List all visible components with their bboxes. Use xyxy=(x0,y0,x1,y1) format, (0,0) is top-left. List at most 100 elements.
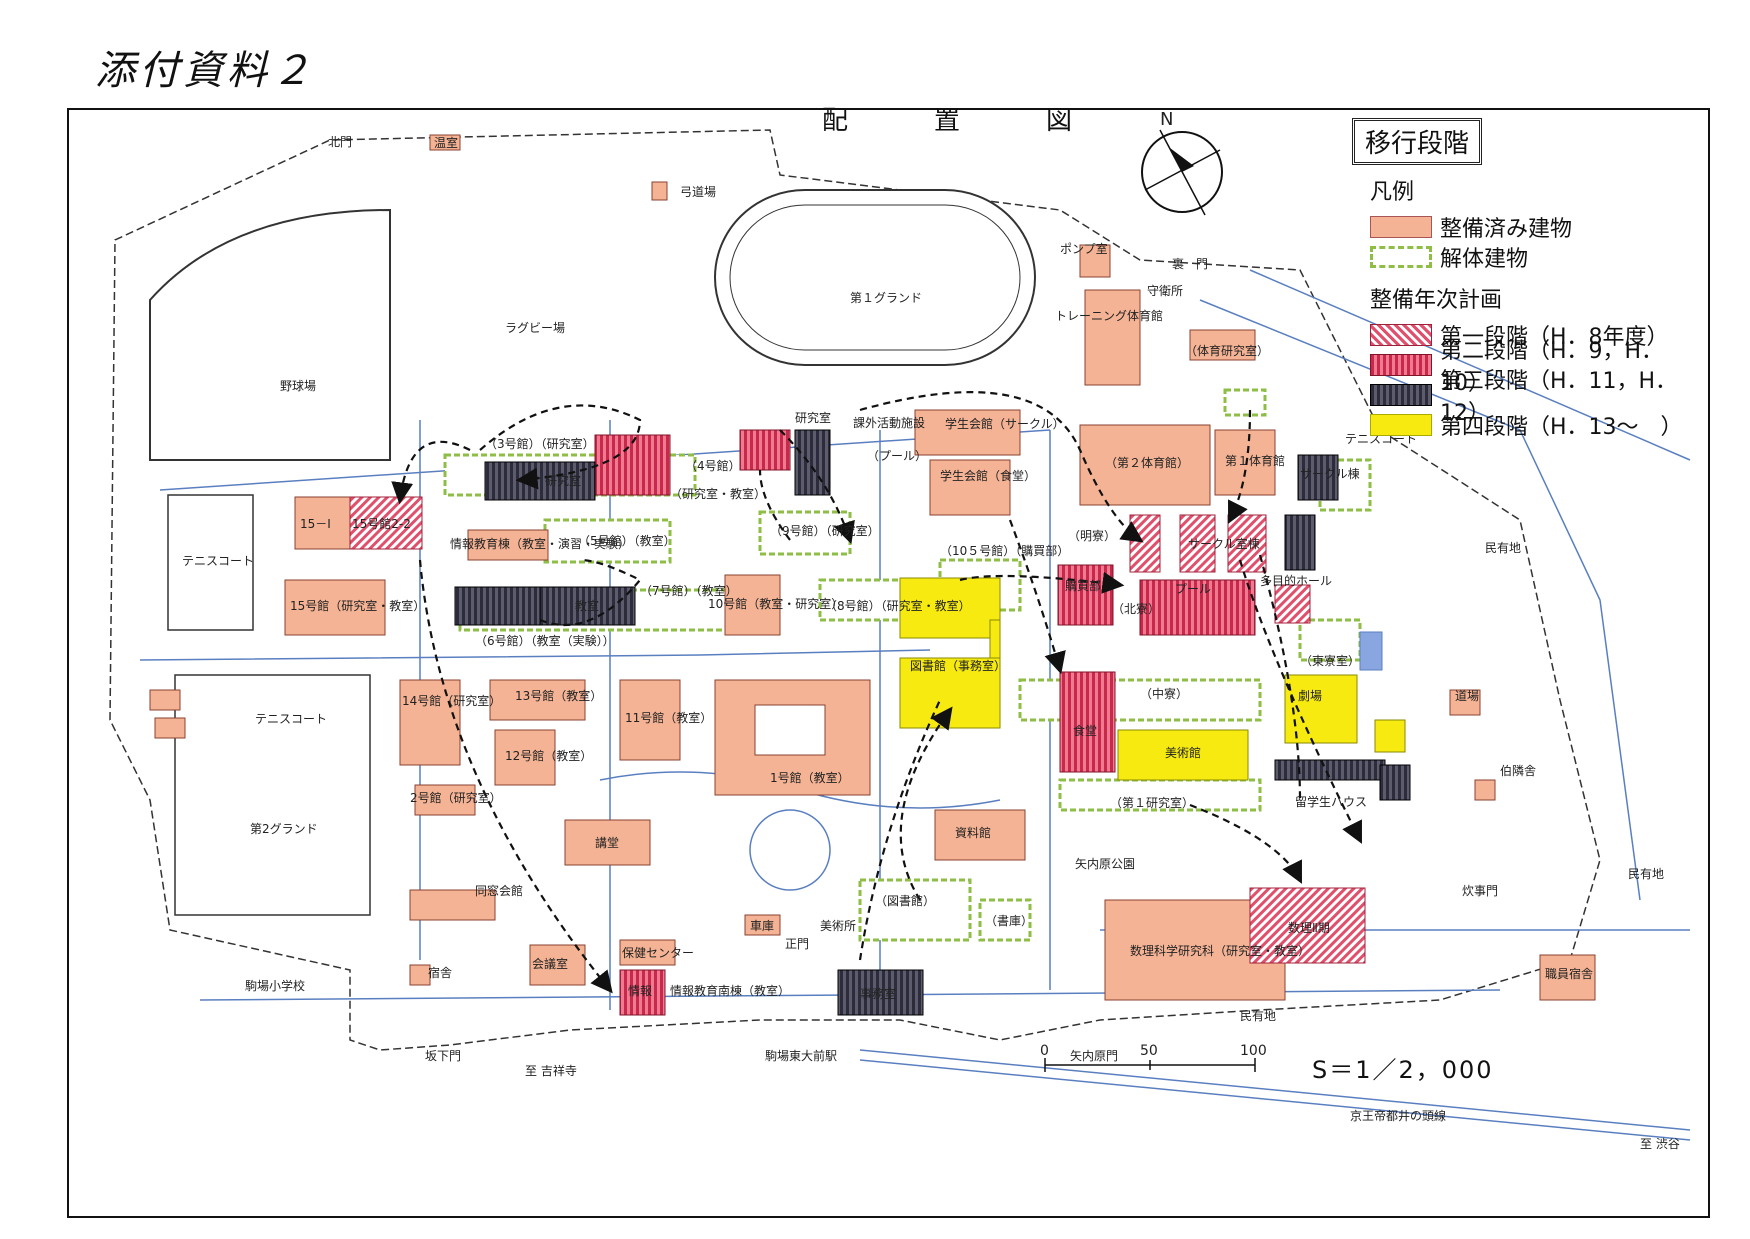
label-kodo: 講堂 xyxy=(595,835,619,850)
athletic-field-1 xyxy=(714,189,1036,366)
legend-label-phase3: 第三段階（H．11，H．12） xyxy=(1440,369,1678,426)
label-yanaihara: 矢内原公園 xyxy=(1075,857,1135,871)
label-sakashita: 坂下門 xyxy=(425,1049,461,1063)
label-shako: 車庫 xyxy=(750,919,774,933)
label-minyu1: 民有地 xyxy=(1485,541,1521,555)
label-toshokan-old: （図書館） xyxy=(875,893,935,908)
label-hoken: 保健センター xyxy=(622,946,694,960)
label-ryugaku: 留学生ハウス xyxy=(1295,794,1367,809)
label-ground1: 第１グランド xyxy=(850,291,922,305)
scale-tick-0: 0 xyxy=(1040,1043,1049,1059)
legend-title: 移行段階 xyxy=(1352,118,1483,165)
label-meiryo: （明寮） xyxy=(1068,528,1116,543)
label-suijimon: 炊事門 xyxy=(1462,884,1498,898)
label-tennis1: テニスコート xyxy=(182,554,254,568)
legend-label-phase2: 第二段階（H．9，H．10） xyxy=(1440,339,1664,396)
label-tamokuteki: 多目的ホール xyxy=(1260,573,1332,588)
legend-item-demolition: 解体建物 xyxy=(1370,242,1700,272)
label-b7: （7号館）（教室） xyxy=(640,583,738,598)
label-gym2: （第２体育館） xyxy=(1105,455,1189,470)
label-bijutsu: 美術館 xyxy=(1165,745,1201,760)
label-b105: （10５号館）（購買部） xyxy=(940,543,1069,558)
label-shoko: （書庫） xyxy=(985,914,1033,928)
label-b15-2: 15号館2-2 xyxy=(352,516,411,531)
legend-item-phase1: 第一段階（H．8年度） xyxy=(1370,320,1700,350)
label-gekijo: 劇場 xyxy=(1298,689,1322,703)
legend-item-phase4: 第四段階（H．13～ ） xyxy=(1370,410,1700,440)
label-circle-mid: サークル室棟 xyxy=(1188,536,1260,551)
label-b15-1: 15－Ⅰ xyxy=(300,517,331,531)
label-kyudojo: 弓道場 xyxy=(680,185,716,199)
label-b12: 12号館（教室） xyxy=(505,748,592,763)
label-b9: （9号館）（研究室） xyxy=(770,523,880,538)
label-ground2: 第2グランド xyxy=(250,822,318,836)
label-b11: 11号館（教室） xyxy=(625,710,712,725)
map-heading: 配 置 図 xyxy=(822,106,1103,136)
label-training: トレーニング体育館 xyxy=(1055,308,1163,323)
label-shukusha: 宿舎 xyxy=(428,965,452,980)
map-frame xyxy=(67,108,1710,1218)
label-keio: 京王帝都井の頭線 xyxy=(1350,1108,1446,1123)
label-shiryo: 資料館 xyxy=(955,825,991,840)
swatch-demolition xyxy=(1370,246,1432,268)
label-kobai: 購買部 xyxy=(1065,578,1101,593)
north-label: N xyxy=(1160,109,1173,130)
label-toryo: （東寮室） xyxy=(1300,653,1360,668)
label-b8: （8号館）（研究室・教室） xyxy=(825,598,971,613)
label-dosokai: 同窓会館 xyxy=(475,883,523,898)
label-shokudo: 食堂 xyxy=(1073,723,1097,738)
ground-2 xyxy=(174,674,371,916)
label-bijutsujo: 美術所 xyxy=(820,919,856,933)
swatch-phase1 xyxy=(1370,324,1432,346)
label-joho2b: 情報教育南棟（教室） xyxy=(670,983,790,998)
legend: 凡例 整備済み建物 解体建物 整備年次計画 第一段階（H．8年度） 第二段階（H… xyxy=(1370,172,1700,440)
label-b14: 14号館（研究室） xyxy=(402,693,501,708)
label-gakusei1: 学生会館（サークル） xyxy=(945,416,1065,431)
label-taiiku-kenkyu: （体育研究室） xyxy=(1185,343,1269,358)
legend-item-done: 整備済み建物 xyxy=(1370,212,1700,242)
label-dojo: 道場 xyxy=(1455,689,1479,703)
label-komaba-school: 駒場小学校 xyxy=(245,978,305,993)
label-b6-inner: 教室 xyxy=(575,598,599,613)
label-suri2: 数理Ⅱ期 xyxy=(1288,920,1330,935)
label-b2: 2号館（研究室） xyxy=(410,790,502,805)
phase2-buildings xyxy=(594,429,1256,1016)
building-1-courtyard xyxy=(754,704,826,756)
north-compass xyxy=(1141,129,1223,216)
label-yanaihara-mon: 矢内原門 xyxy=(1070,1049,1118,1063)
label-joho2: 情報 xyxy=(628,984,652,998)
blue-building xyxy=(1359,631,1383,671)
label-circle-right: サークル棟 xyxy=(1300,466,1360,481)
label-gakusei2: 学生会館（食堂） xyxy=(940,468,1036,483)
legend-plan-heading: 整備年次計画 xyxy=(1370,288,1503,313)
label-b6: （6号館）（教室（実験）） xyxy=(475,633,615,648)
label-kenkyu1: （第１研究室） xyxy=(1110,795,1194,810)
legend-key-heading: 凡例 xyxy=(1370,180,1415,205)
label-shoku-shukusha: 職員宿舎 xyxy=(1545,966,1593,981)
label-pump: ポンプ室 xyxy=(1060,241,1108,256)
label-b4-sub: （研究室・教室） xyxy=(670,486,766,501)
label-rugby: ラグビー場 xyxy=(505,321,565,335)
label-minyu3: 民有地 xyxy=(1240,1009,1276,1023)
label-b5: （5号館）（教室） xyxy=(578,533,676,548)
label-shibuya: 至 渋谷 xyxy=(1640,1137,1680,1151)
label-kaigi: 会議室 xyxy=(532,956,568,971)
label-b1: 1号館（教室） xyxy=(770,770,850,785)
label-b4: （4号館） xyxy=(685,458,741,473)
label-komaba-sta: 駒場東大前駅 xyxy=(765,1048,837,1063)
swatch-done xyxy=(1370,216,1432,238)
swatch-phase2 xyxy=(1370,354,1432,376)
label-tennis2: テニスコート xyxy=(255,712,327,726)
campus-boundary xyxy=(109,129,1601,1051)
label-jimu: 事務室 xyxy=(860,986,896,1001)
scale-bar xyxy=(1044,1058,1256,1072)
label-b3-inner: 研究室 xyxy=(545,473,581,488)
label-minyu2: 民有地 xyxy=(1628,867,1664,881)
legend-label-phase4: 第四段階（H．13～ ） xyxy=(1440,415,1683,440)
label-gym1: 第１体育館 xyxy=(1225,453,1285,468)
label-seimon: 正門 xyxy=(785,937,809,951)
document-title: 添付資料２ xyxy=(95,48,315,94)
swatch-phase3 xyxy=(1370,384,1432,406)
legend-item-phase3: 第三段階（H．11，H．12） xyxy=(1370,369,1700,426)
label-shuei: 守衛所 xyxy=(1147,284,1183,298)
